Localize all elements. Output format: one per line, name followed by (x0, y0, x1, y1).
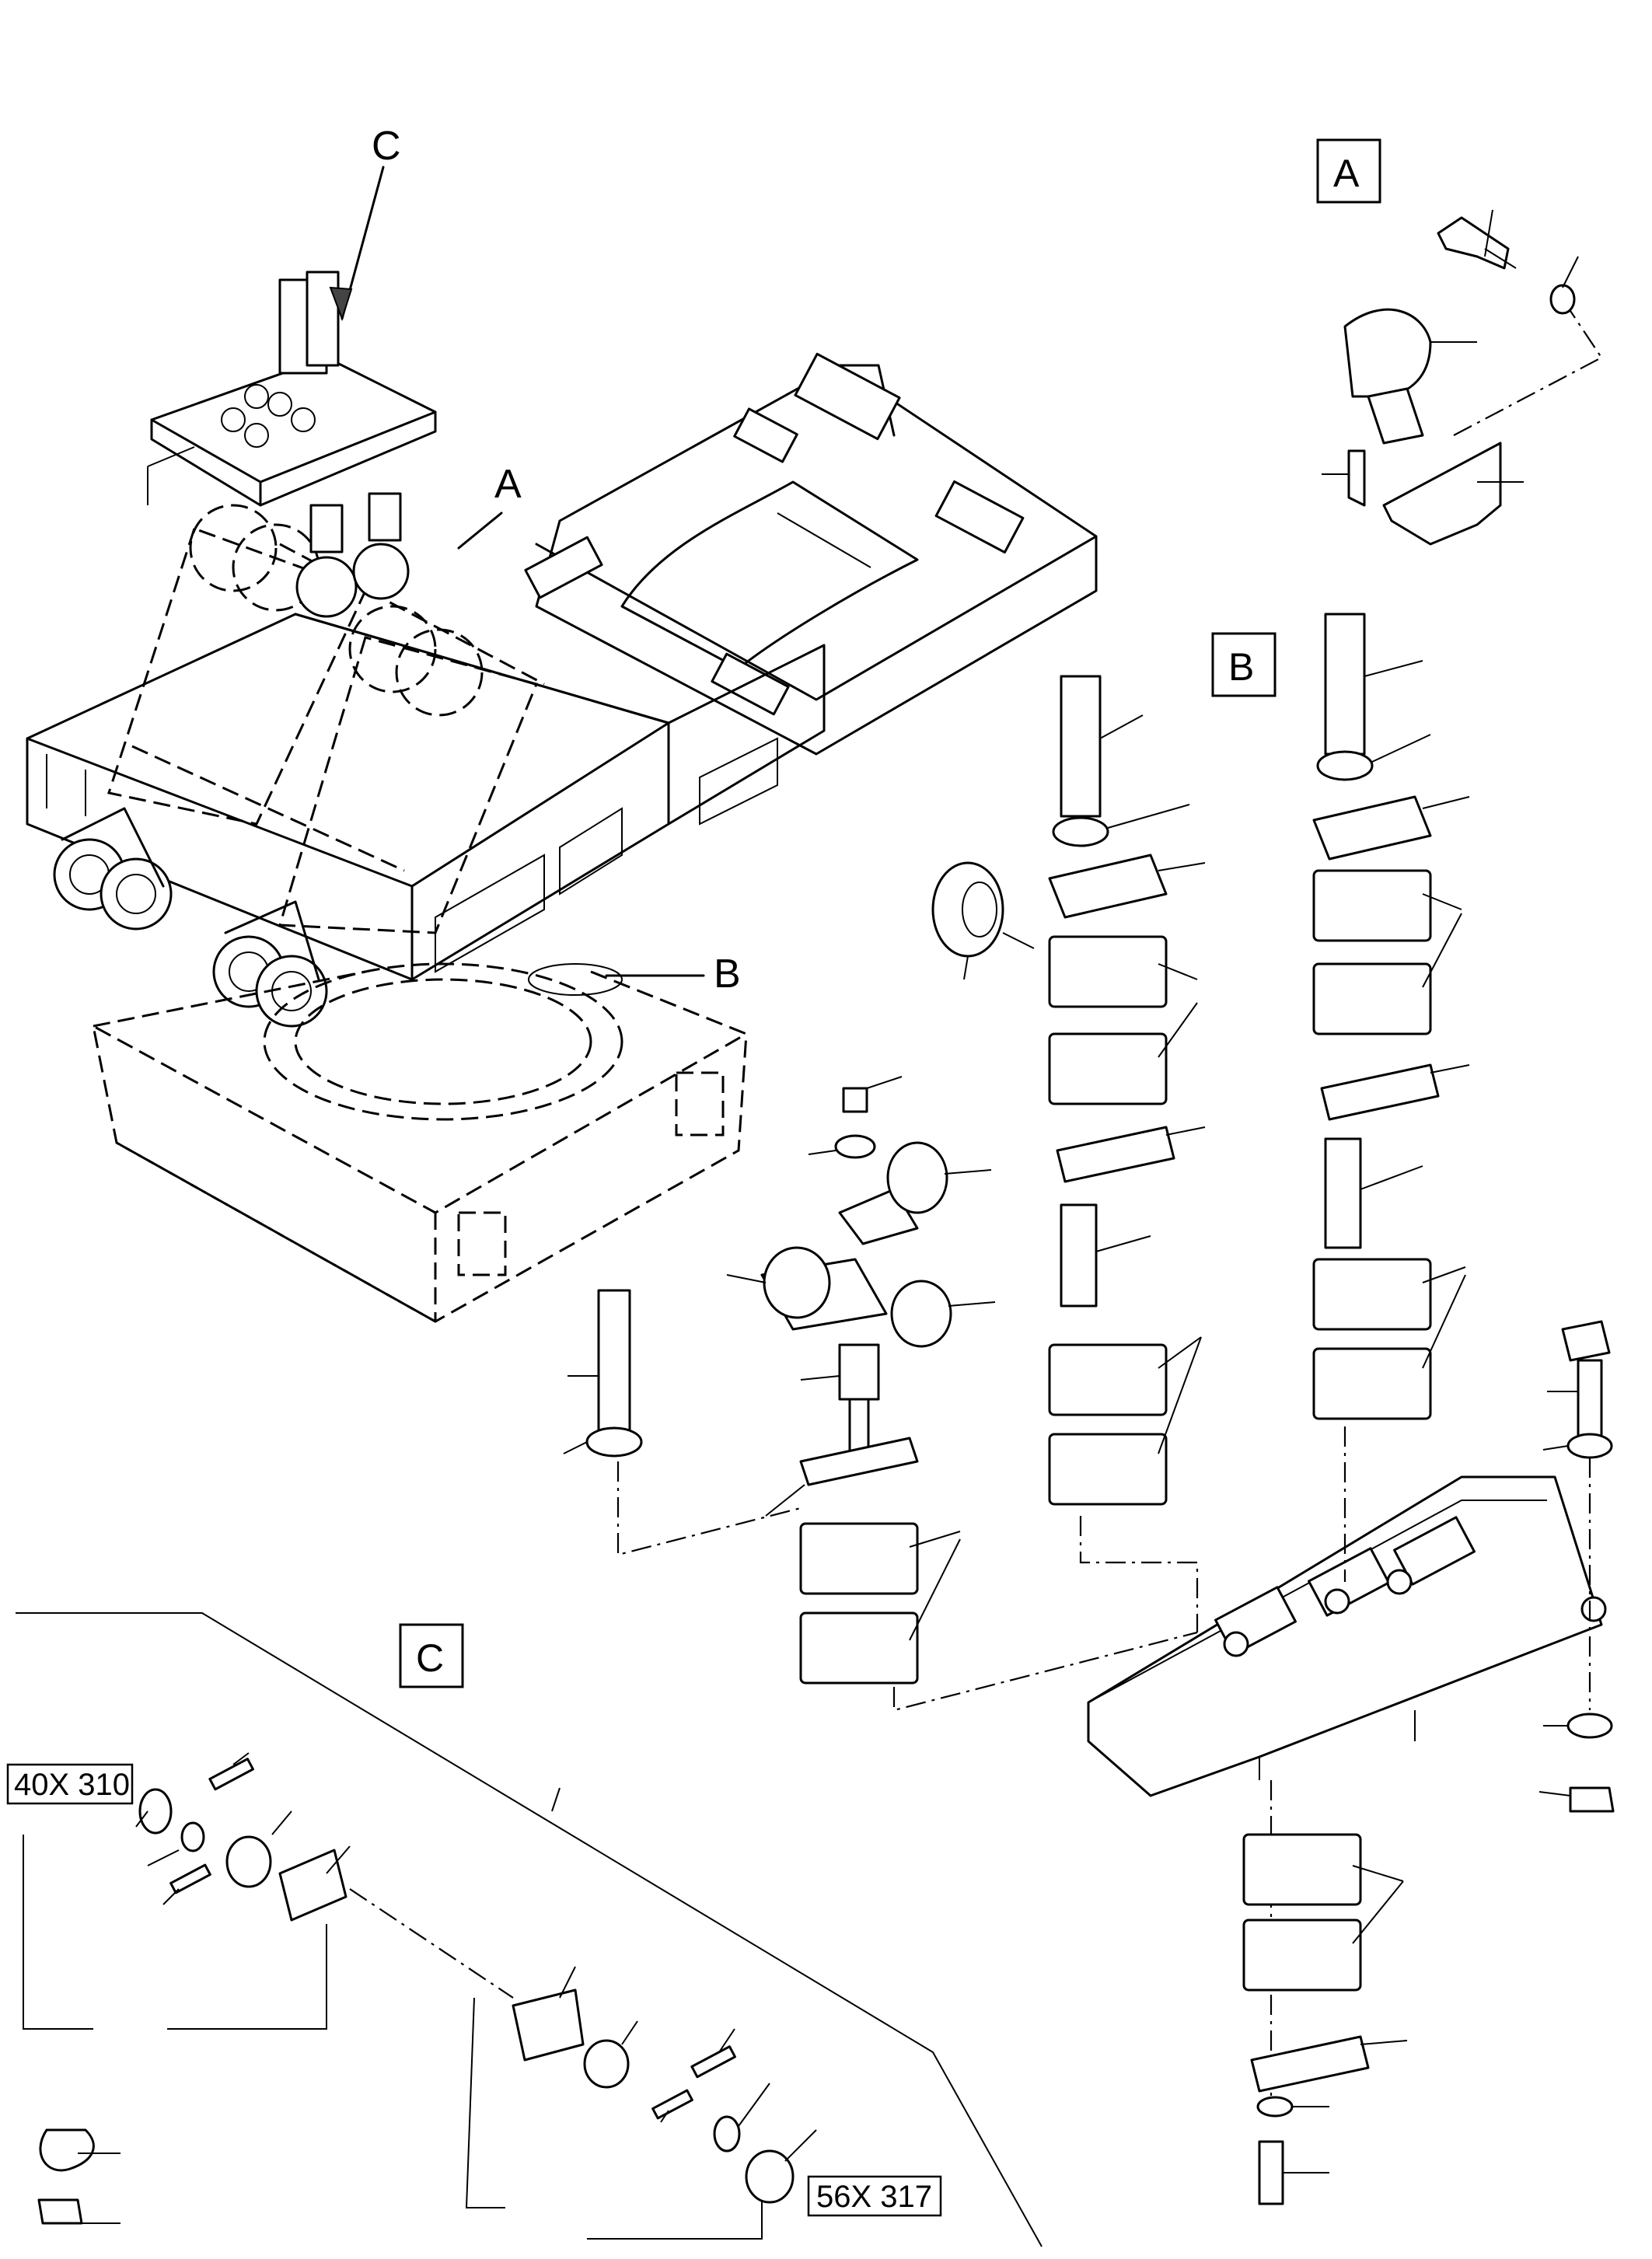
detail-b: B (563, 613, 1615, 2205)
detail-a-label: A (1333, 152, 1360, 195)
callout-letter-a: A (494, 462, 522, 507)
main-frame-assembly (26, 271, 1098, 1323)
detail-a: A (1316, 138, 1603, 546)
callout-letter-c: C (372, 124, 401, 169)
detail-c-box (399, 1623, 464, 1688)
detail-c-label: C (416, 1636, 444, 1680)
detail-a-box (1316, 138, 1381, 204)
detail-b-box (1211, 632, 1277, 697)
callout-letter-b: B (714, 951, 741, 997)
reference-tag-56x317-text: 56X 317 (816, 2180, 932, 2214)
reference-tag-40x310 (6, 1763, 134, 1805)
detail-b-label: B (1228, 645, 1254, 689)
reference-tag-56x317 (807, 2175, 942, 2217)
reference-tag-40x310-text: 40X 310 (14, 1768, 130, 1802)
detail-c: C 40X 310 56X 317 (6, 1612, 1043, 2247)
main-callouts: C A B (329, 124, 741, 997)
